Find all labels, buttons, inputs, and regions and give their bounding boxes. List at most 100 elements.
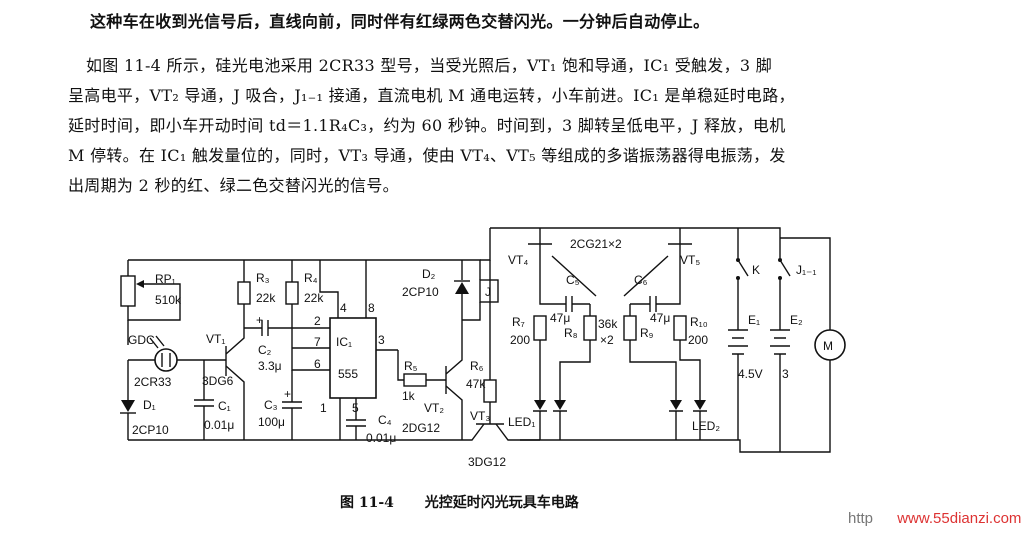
- d1-diode: D₁ 2CP10: [120, 360, 169, 440]
- switch-j11: J₁₋₁: [778, 238, 816, 280]
- relay-label: J: [485, 285, 491, 299]
- e2-label: E₂: [790, 313, 803, 327]
- relay-j: J: [462, 279, 499, 321]
- c5-capacitor: C₅ 47μ: [539, 268, 590, 325]
- c6-value: 47μ: [650, 311, 670, 325]
- r8-label: R₈: [564, 326, 578, 340]
- ic1-555-timer: IC₁ 555 2 7 6 4 8 1 5 3: [314, 260, 398, 440]
- ic1-label: IC₁: [336, 335, 352, 349]
- c5-label: C₅: [566, 273, 580, 287]
- text-line: 延时时间，即小车开动时间 td＝1.1R₄C₃，约为 60 秒钟。时间到，3 脚…: [68, 116, 786, 135]
- switch-k-label: K: [752, 263, 760, 277]
- c2-capacitor: + C₂ 3.3μ: [244, 313, 330, 373]
- c3-value: 100μ: [258, 415, 285, 429]
- r6-label: R₆: [470, 359, 484, 373]
- figure-number: 图 11-4: [340, 495, 394, 511]
- battery-e2: E₂ 3: [770, 278, 803, 452]
- r3-label: R₃: [256, 271, 270, 285]
- battery-value-2: 3: [782, 367, 789, 381]
- vt2-label: VT₂: [424, 401, 444, 415]
- vt2-transistor: VT₂ 2DG12: [402, 340, 463, 440]
- text-line: 这种车在收到光信号后，直线向前，同时伴有红绿两色交替闪光。一分钟后自动停止。: [90, 12, 710, 31]
- r9-resistor: R₉: [623, 304, 677, 400]
- pin-4: 4: [340, 301, 347, 315]
- r4-resistor: R₄ 22k: [285, 260, 330, 371]
- motor-m: M: [814, 329, 846, 361]
- c1-label: C₁: [218, 399, 231, 413]
- watermark-prefix: http: [848, 510, 874, 527]
- vt1-transistor: VT₁ 3DG6: [202, 320, 245, 440]
- vt1-label: VT₁: [206, 332, 225, 346]
- gdc-photocell: GDC 2CR33: [127, 320, 204, 389]
- vt5-label: VT₅: [680, 253, 700, 267]
- pin-2: 2: [314, 314, 321, 328]
- watermark: http www.55dianzi.com: [848, 510, 1021, 527]
- pin-3: 3: [378, 333, 385, 347]
- r6-value: 47k: [466, 377, 486, 391]
- vt4-transistor: VT₄: [508, 228, 597, 297]
- r10-value: 200: [688, 333, 708, 347]
- vt3-type: 3DG12: [468, 455, 506, 469]
- led2: LED₂: [669, 400, 720, 440]
- vt45-type: 2CG21×2: [570, 237, 622, 251]
- text-line: 呈高电平，VT₂ 导通，J 吸合，J₁₋₁ 接通，直流电机 M 通电运转，小车前…: [68, 86, 795, 105]
- motor-label: M: [823, 339, 833, 353]
- battery-e1: E₁ 4.5V: [728, 278, 763, 440]
- figure-caption: 图 11-4 光控延时闪光玩具车电路: [340, 492, 579, 512]
- vt1-type: 3DG6: [202, 374, 234, 388]
- d2-type: 2CP10: [402, 285, 439, 299]
- paragraph-description: 如图 11-4 所示，硅光电池采用 2CR33 型号，当受光照后，VT₁ 饱和导…: [68, 52, 946, 202]
- c6-capacitor: C₆ 47μ: [630, 268, 681, 325]
- vt3-label: VT₃: [470, 409, 490, 423]
- r5-resistor: R₅ 1k: [397, 350, 446, 403]
- switch-j11-label: J₁₋₁: [796, 263, 816, 277]
- c4-label: C₄: [378, 413, 392, 427]
- r3-value: 22k: [256, 291, 276, 305]
- c2-value: 3.3μ: [258, 359, 282, 373]
- vt5-transistor: VT₅: [623, 228, 700, 297]
- pin-1: 1: [320, 401, 327, 415]
- rp1-label: RP₁: [155, 272, 176, 286]
- r4-label: R₄: [304, 271, 318, 285]
- e1-label: E₁: [748, 313, 760, 327]
- c3-label: C₃: [264, 398, 278, 412]
- gdc-type: 2CR33: [134, 375, 172, 389]
- watermark-site: www.55dianzi.com: [897, 510, 1022, 527]
- r7-label: R₇: [512, 315, 525, 329]
- gdc-label: GDC: [128, 333, 155, 347]
- r10-label: R₁₀: [690, 315, 708, 329]
- c6-label: C₆: [634, 273, 648, 287]
- figure-title: 光控延时闪光玩具车电路: [424, 495, 579, 511]
- led1: LED₁: [508, 400, 567, 440]
- d1-label: D₁: [143, 398, 156, 412]
- battery-value: 4.5V: [738, 367, 763, 381]
- r8-resistor: R₈: [559, 304, 597, 400]
- r9-label: R₉: [640, 326, 654, 340]
- r89-value: 36k: [598, 317, 618, 331]
- text-line: M 停转。在 IC₁ 触发量位的，同时，VT₃ 导通，使由 VT₄、VT₅ 等组…: [68, 146, 786, 165]
- rp1-potentiometer: RP₁ 510k: [120, 260, 182, 321]
- r4-value: 22k: [304, 291, 324, 305]
- switch-k: K: [736, 228, 760, 280]
- r89-mult: ×2: [600, 333, 614, 347]
- pin-6: 6: [314, 357, 321, 371]
- pin-8: 8: [368, 301, 375, 315]
- circuit-diagram: RP₁ 510k GDC 2CR33 D₁ 2CP10: [120, 227, 846, 469]
- c2-label: C₂: [258, 343, 272, 357]
- paragraph-intro: 这种车在收到光信号后，直线向前，同时伴有红绿两色交替闪光。一分钟后自动停止。: [90, 8, 950, 38]
- c5-value: 47μ: [550, 311, 570, 325]
- text-line: 出周期为 2 秒的红、绿二色交替闪光的信号。: [68, 176, 399, 195]
- r10-resistor: R₁₀ 200: [673, 315, 708, 400]
- r7-value: 200: [510, 333, 530, 347]
- led1-label: LED₁: [508, 415, 535, 429]
- pin-5: 5: [352, 401, 359, 415]
- c4-capacitor: C₄ 0.01μ: [346, 413, 396, 445]
- r5-value: 1k: [402, 389, 416, 403]
- c1-value: 0.01μ: [204, 418, 234, 432]
- d2-diode: D₂ 2CP10: [402, 260, 470, 340]
- vt4-label: VT₄: [508, 253, 528, 267]
- vt2-type: 2DG12: [402, 421, 440, 435]
- vt3-transistor: VT₃ 3DG12: [440, 409, 540, 469]
- c3-capacitor: + C₃ 100μ: [258, 370, 302, 440]
